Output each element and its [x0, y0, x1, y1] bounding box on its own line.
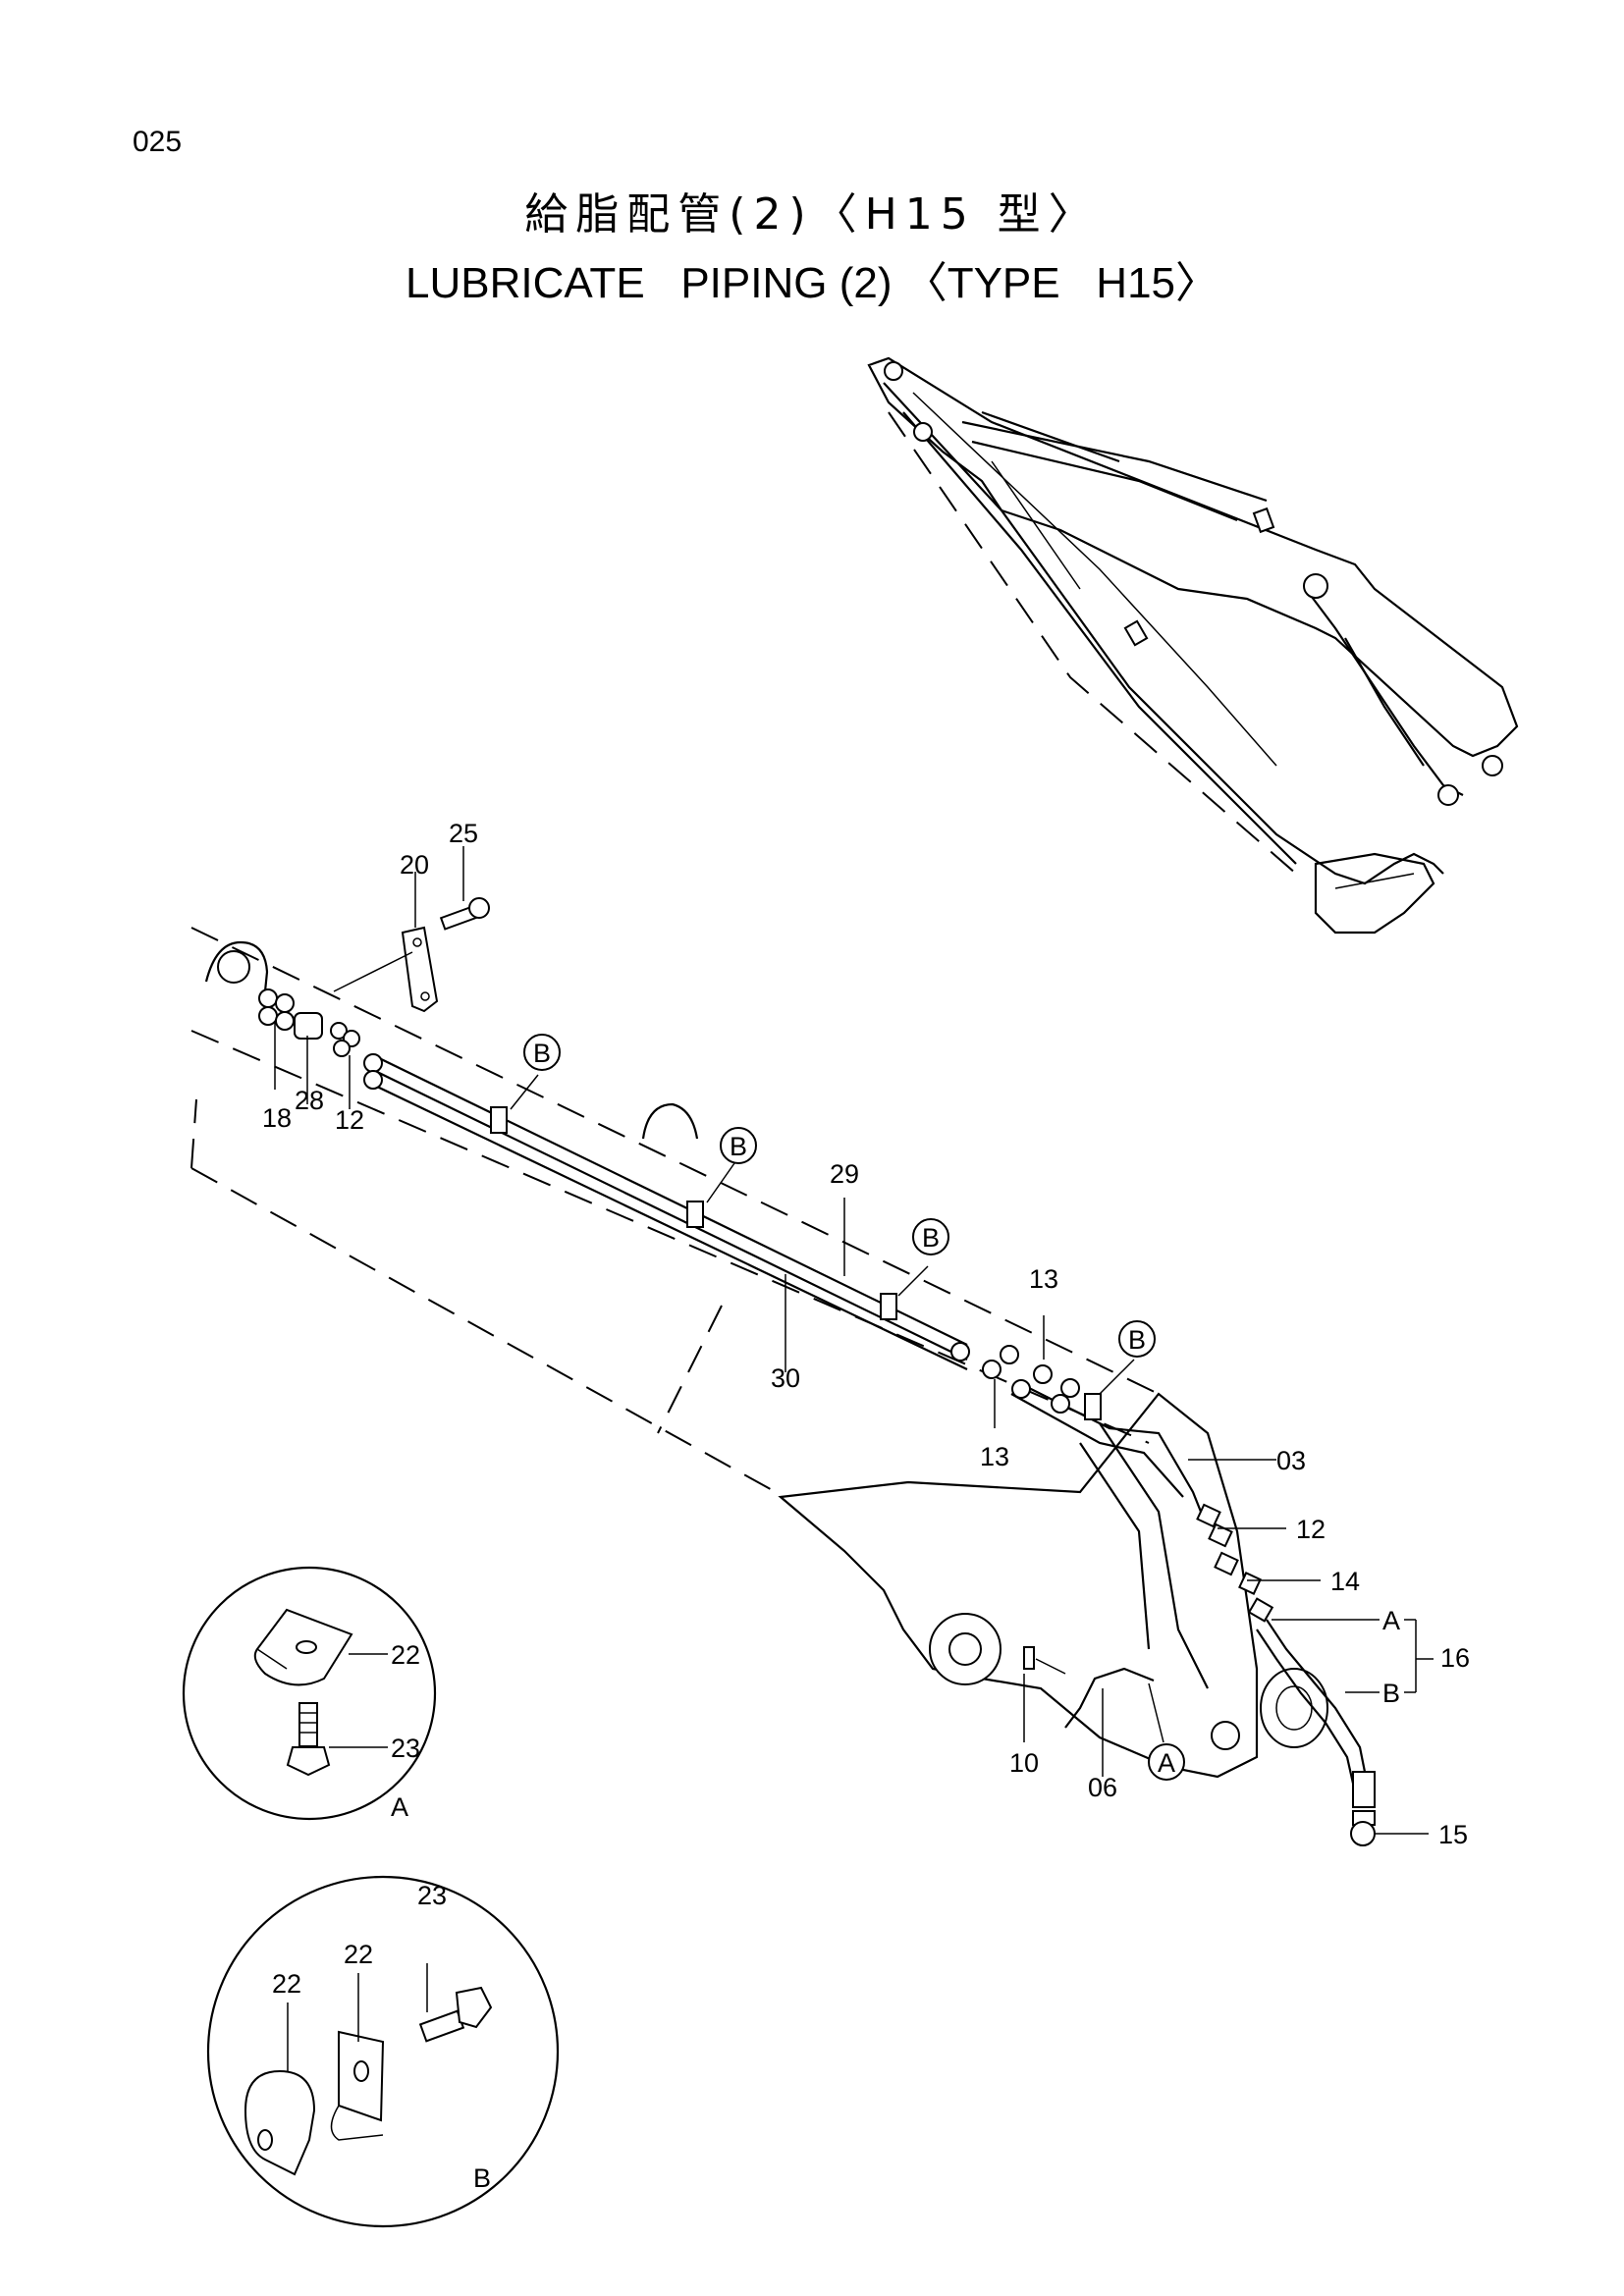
svg-text:B: B: [922, 1223, 940, 1253]
marker-a-1: A: [1148, 1743, 1185, 1781]
detail-a: [182, 1566, 437, 1821]
page-number: 025: [133, 126, 183, 158]
callout-22-detail-b-right: 22: [344, 1940, 373, 1969]
callout-20: 20: [400, 850, 429, 880]
fitting-group-upper-left: [258, 897, 490, 1057]
callout-12-upper: 12: [335, 1105, 364, 1135]
callout-14: 14: [1330, 1567, 1360, 1596]
detail-b: [206, 1875, 560, 2228]
svg-text:B: B: [730, 1132, 747, 1161]
callout-10: 10: [1009, 1748, 1039, 1778]
callout-13-upper: 13: [1029, 1264, 1058, 1294]
callout-16: 16: [1440, 1643, 1470, 1673]
detail-b-label: B: [473, 2163, 491, 2193]
marker-b-3: B: [912, 1218, 949, 1255]
callout-22-detail-b-left: 22: [272, 1969, 301, 1999]
svg-text:A: A: [1158, 1748, 1175, 1778]
boom-arm-overview: [867, 356, 1519, 934]
title-japanese: 給脂配管(2)〈H15 型〉: [524, 189, 1100, 240]
detail-a-label: A: [391, 1792, 408, 1822]
callout-12-lower: 12: [1296, 1515, 1326, 1544]
leader-lines: [274, 846, 1434, 2071]
callout-15: 15: [1438, 1820, 1468, 1849]
callout-28: 28: [295, 1086, 324, 1115]
callout-25: 25: [449, 819, 478, 848]
boom-main: [190, 927, 1328, 1779]
callout-13-lower: 13: [980, 1442, 1009, 1471]
svg-text:B: B: [533, 1039, 551, 1068]
marker-b-1: B: [523, 1034, 561, 1071]
callout-03: 03: [1276, 1446, 1306, 1475]
hose-end-b-label: B: [1382, 1679, 1400, 1708]
marker-b-4: B: [1118, 1320, 1156, 1358]
marker-b-2: B: [720, 1127, 757, 1164]
callout-22-detail-a: 22: [391, 1640, 420, 1670]
svg-text:B: B: [1128, 1325, 1146, 1355]
callout-06: 06: [1088, 1773, 1117, 1802]
callout-23-detail-b: 23: [417, 1881, 447, 1910]
callout-30: 30: [771, 1363, 800, 1393]
pipe-assembly: [363, 1053, 1376, 1846]
hose-end-a-label: A: [1382, 1606, 1400, 1635]
callout-23-detail-a: 23: [391, 1734, 420, 1763]
callout-29: 29: [830, 1159, 859, 1189]
title-english: LUBRICATE PIPING (2) 〈TYPE H15〉: [405, 259, 1219, 307]
callout-18: 18: [262, 1103, 292, 1133]
